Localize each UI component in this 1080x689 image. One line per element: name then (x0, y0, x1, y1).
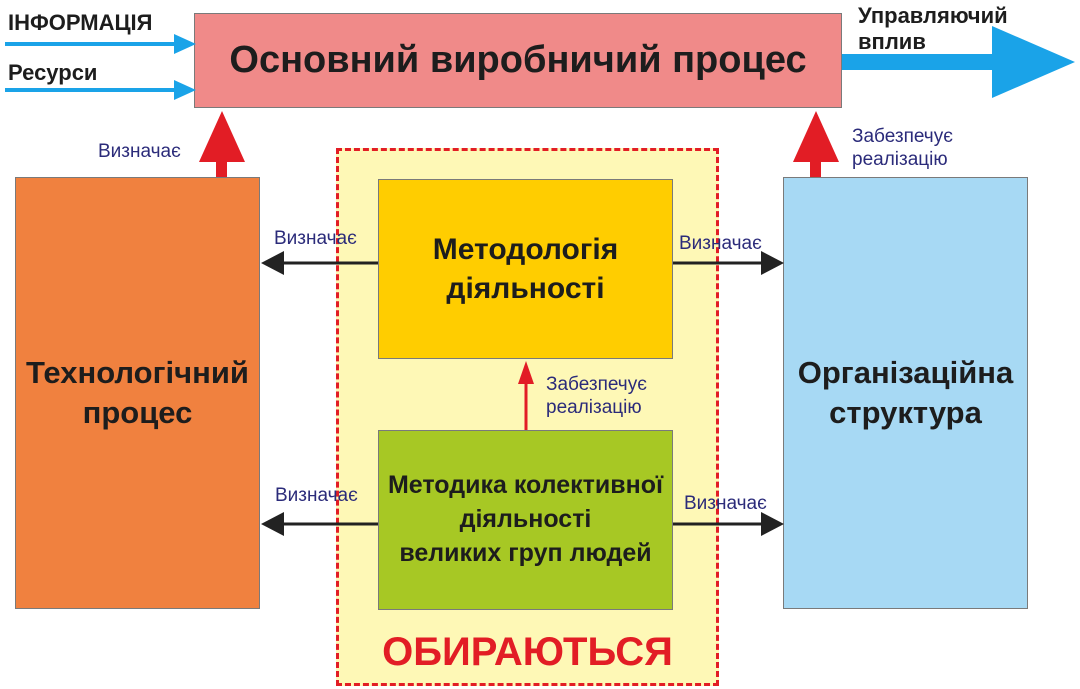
information-input-label: ІНФОРМАЦІЯ (8, 10, 153, 35)
main-production-process-box: Основний виробничий процес (194, 13, 842, 108)
information-input-arrow (5, 34, 196, 54)
collective-methodology-box: Методика колективної діяльності великих … (378, 430, 673, 610)
resources-input-arrow (5, 80, 196, 100)
organizational-structure-box: Організаційна структура (783, 177, 1028, 609)
control-output-label: Управляючий вплив (858, 3, 1008, 55)
organizational-structure-label: Організаційна структура (797, 354, 1014, 430)
technological-process-box: Технологічний процес (15, 177, 260, 609)
method-to-tech-label: Визначає (274, 228, 357, 249)
org-to-main-arrow (793, 111, 839, 177)
method-to-org-label: Визначає (679, 233, 762, 254)
main-process-label: Основний виробничий процес (229, 39, 807, 81)
methodology-box: Методологія діяльності (378, 179, 673, 359)
technique-to-tech-label: Визначає (275, 485, 358, 506)
control-output-arrow (842, 26, 1075, 98)
methodology-to-tech-arrow (261, 251, 378, 275)
tech-to-main-arrow (199, 111, 245, 177)
technique-to-org-label: Визначає (684, 493, 767, 514)
tech-determines-label: Визначає (98, 141, 181, 162)
methodology-label: Методологія діяльності (432, 233, 619, 305)
methodology-to-org-arrow (673, 251, 784, 275)
org-ensures-label: Забезпечує реалізацію (852, 126, 953, 170)
collective-methodology-label: Методика колективної діяльності великих … (387, 471, 664, 567)
resources-input-label: Ресурси (8, 60, 98, 85)
technique-to-methodology-arrow (518, 361, 534, 430)
technique-ensures-label: Забезпечує реалізацію (546, 374, 647, 418)
technique-to-org-arrow (673, 512, 784, 536)
technique-to-tech-arrow (261, 512, 378, 536)
technological-process-label: Технологічний процес (26, 354, 249, 430)
selected-area-title: ОБИРАЮТЬСЯ (382, 630, 673, 674)
